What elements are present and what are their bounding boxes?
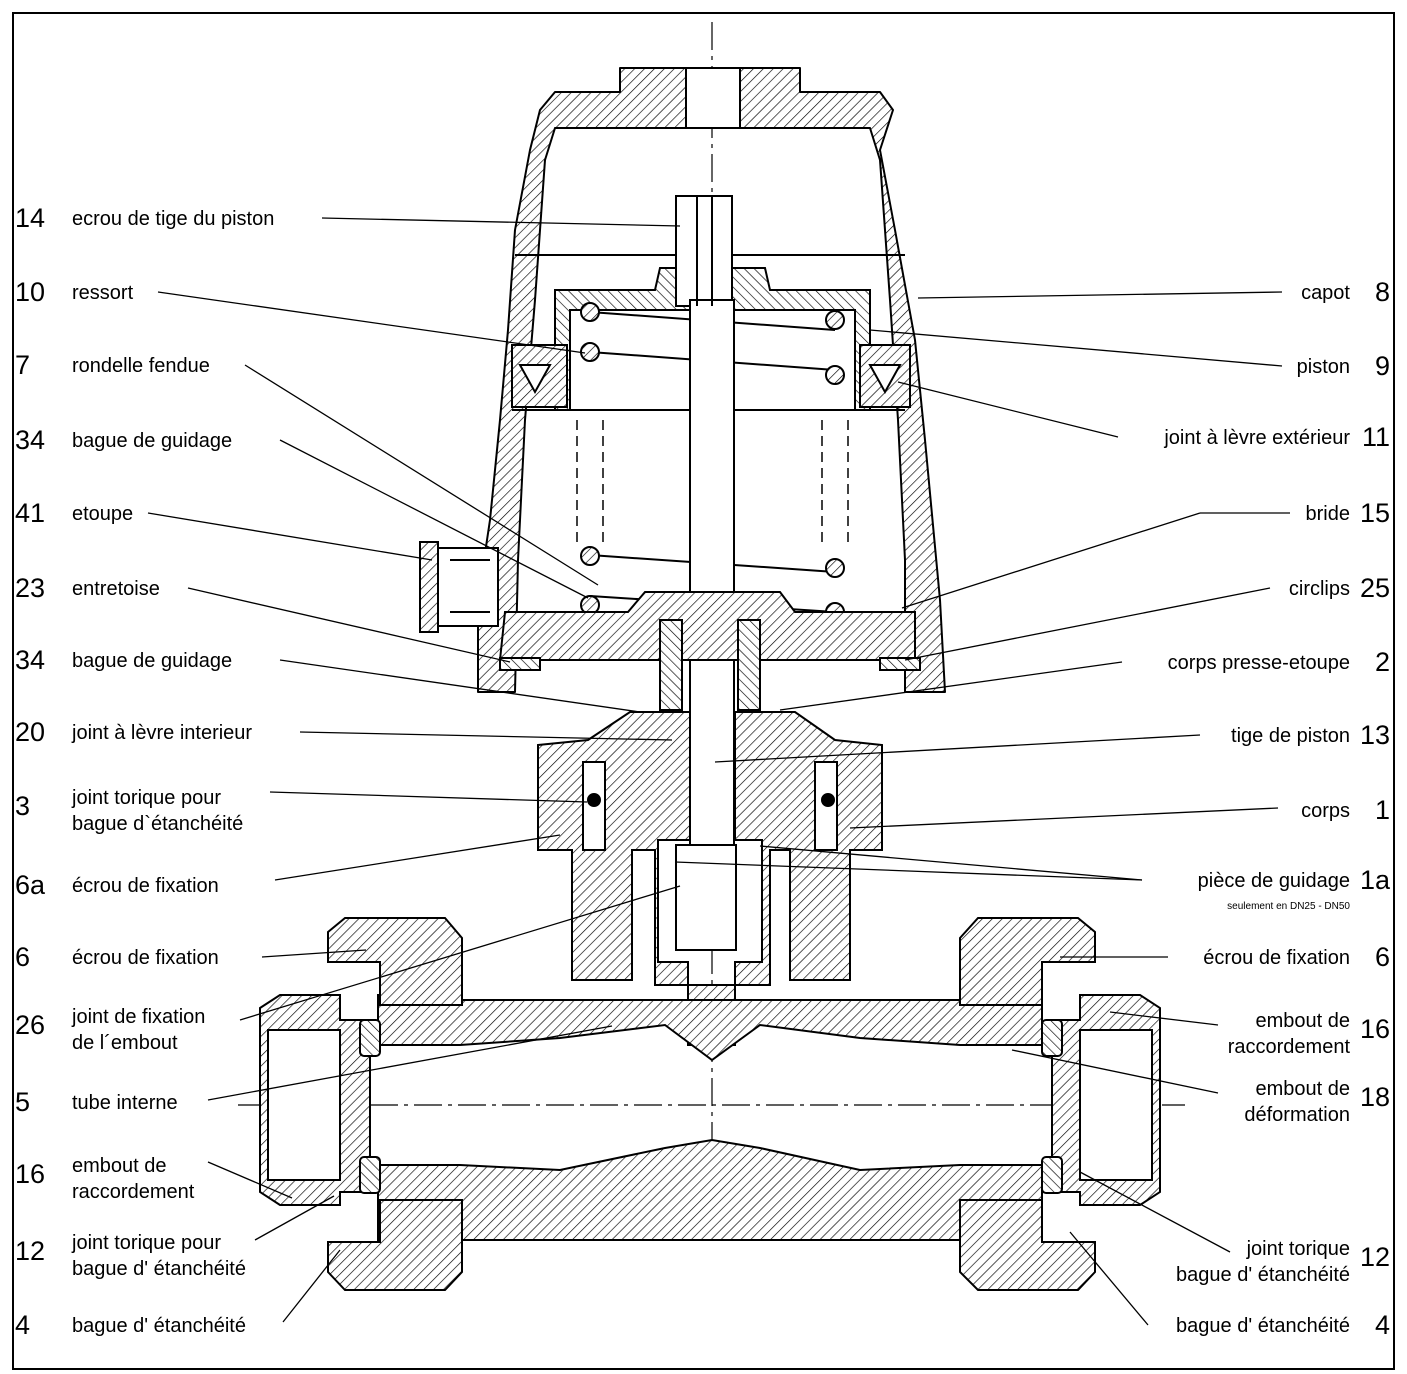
right-label-text: joint torique: [1246, 1238, 1350, 1260]
right-label-number: 1a: [1360, 865, 1391, 895]
etoupe: [419, 541, 499, 633]
right-label-number: 13: [1360, 720, 1390, 750]
left-label-number: 23: [15, 573, 45, 603]
right-labels: 8 capot 9 piston 11 joint à lèvre extérieur 15…: [1163, 277, 1391, 1340]
left-label-text: tube interne: [72, 1092, 178, 1114]
drawing-frame: [12, 12, 1395, 1370]
right-label-text: embout de: [1255, 1010, 1350, 1032]
valve-body: [537, 711, 883, 1046]
right-label-number: 11: [1362, 422, 1390, 452]
right-label-number: 9: [1375, 351, 1390, 381]
left-label-text: ressort: [72, 282, 134, 304]
left-label-text: bague d`étanchéité: [72, 813, 243, 835]
pipe-section: [259, 917, 1161, 1291]
right-label-text: déformation: [1244, 1104, 1350, 1126]
left-label-text: joint torique pour: [71, 787, 221, 809]
right-label-text: raccordement: [1228, 1036, 1351, 1058]
left-label-number: 20: [15, 717, 45, 747]
left-label-number: 10: [15, 277, 45, 307]
left-label-text: écrou de fixation: [72, 947, 219, 969]
left-label-number: 41: [15, 498, 45, 528]
left-label-text: joint torique pour: [71, 1232, 221, 1254]
left-label-number: 12: [15, 1236, 45, 1266]
right-label-number: 8: [1375, 277, 1390, 307]
left-label-number: 6a: [15, 870, 46, 900]
right-label-note: seulement en DN25 - DN50: [1227, 901, 1350, 912]
left-label-number: 26: [15, 1010, 45, 1040]
left-label-text: joint à lèvre interieur: [71, 722, 252, 744]
left-label-number: 14: [15, 203, 45, 233]
right-label-text: tige de piston: [1231, 725, 1350, 747]
left-label-text: bague d' étanchéité: [72, 1315, 246, 1337]
left-label-number: 34: [15, 425, 45, 455]
left-label-text: bague d' étanchéité: [72, 1258, 246, 1280]
right-label-text: embout de: [1255, 1078, 1350, 1100]
left-label-text: entretoise: [72, 578, 160, 600]
left-label-number: 3: [15, 791, 30, 821]
left-labels: 14 ecrou de tige du piston 10 ressort 7 ronde…: [15, 203, 274, 1340]
left-label-number: 34: [15, 645, 45, 675]
left-label-text: écrou de fixation: [72, 875, 219, 897]
right-label-text: joint à lèvre extérieur: [1163, 427, 1350, 449]
left-label-text: etoupe: [72, 503, 133, 525]
left-label-text: de l´embout: [72, 1032, 178, 1054]
right-label-number: 6: [1375, 942, 1390, 972]
right-label-text: corps presse-etoupe: [1168, 652, 1350, 674]
right-label-text: corps: [1301, 800, 1350, 822]
right-label-text: bague d' étanchéité: [1176, 1315, 1350, 1337]
right-label-number: 2: [1375, 647, 1390, 677]
right-label-text: capot: [1301, 282, 1350, 304]
leader-lines: [147, 217, 1290, 1326]
right-label-number: 12: [1360, 1242, 1390, 1272]
actuator-housing: [477, 67, 946, 693]
flange-and-gland: [498, 591, 921, 711]
right-label-number: 16: [1360, 1014, 1390, 1044]
left-label-number: 16: [15, 1159, 45, 1189]
left-label-text: bague de guidage: [72, 650, 232, 672]
right-label-text: bague d' étanchéité: [1176, 1264, 1350, 1286]
right-label-text: bride: [1306, 503, 1350, 525]
left-label-text: embout de: [72, 1155, 167, 1177]
left-label-number: 5: [15, 1087, 30, 1117]
left-label-text: ecrou de tige du piston: [72, 208, 274, 230]
right-label-text: pièce de guidage: [1198, 870, 1350, 892]
left-label-text: raccordement: [72, 1181, 195, 1203]
right-label-text: écrou de fixation: [1203, 947, 1350, 969]
left-label-number: 7: [15, 350, 30, 380]
left-label-text: rondelle fendue: [72, 355, 210, 377]
right-label-text: piston: [1297, 356, 1350, 378]
right-label-text: circlips: [1289, 578, 1350, 600]
left-label-number: 6: [15, 942, 30, 972]
right-label-number: 25: [1360, 573, 1390, 603]
right-label-number: 4: [1375, 1310, 1390, 1340]
right-label-number: 15: [1360, 498, 1390, 528]
left-label-number: 4: [15, 1310, 30, 1340]
right-label-number: 18: [1360, 1082, 1390, 1112]
left-label-text: joint de fixation: [71, 1006, 205, 1028]
right-label-number: 1: [1375, 795, 1390, 825]
left-label-text: bague de guidage: [72, 430, 232, 452]
piston: [511, 267, 911, 411]
